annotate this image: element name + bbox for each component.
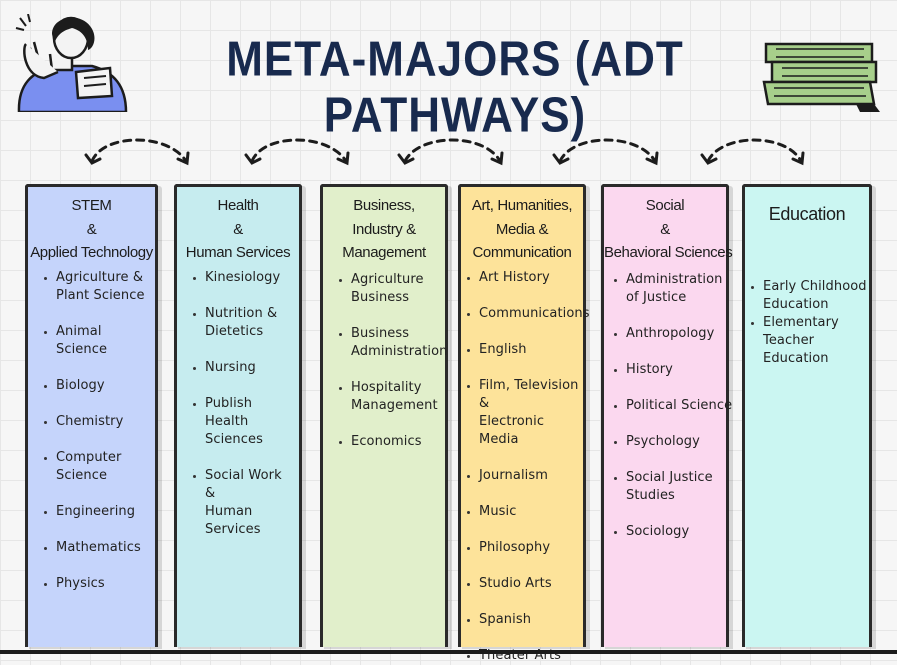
list-item: Studio Arts — [465, 575, 583, 593]
column-social: Social & Behavioral Sciences Administrat… — [601, 184, 733, 647]
list-item: Publish Health Sciences — [191, 395, 295, 449]
thinking-person-icon — [15, 14, 128, 112]
column-heading: Social & Behavioral Sciences — [604, 197, 733, 261]
list-item: Nursing — [191, 359, 295, 377]
column-stem: STEM & Applied Technology Agriculture & … — [25, 184, 158, 647]
list-item: Biology — [42, 377, 151, 395]
list-item: Journalism — [465, 467, 583, 485]
list-item: Agriculture Business — [337, 271, 441, 307]
column-business: Business, Industry & Management Agricult… — [320, 184, 448, 647]
major-list: Art History Communications English Film,… — [465, 269, 590, 665]
connector-arrows — [84, 138, 805, 166]
list-item: Business Administration — [337, 325, 447, 361]
list-item: Animal Science — [42, 323, 151, 359]
page-title: META-MAJORS (ADT PATHWAYS) — [226, 32, 684, 143]
list-item: Art History — [465, 269, 583, 287]
column-art: Art, Humanities, Media & Communication A… — [458, 184, 590, 663]
list-item: Early Childhood Education — [749, 278, 869, 314]
book-stack-icon — [762, 42, 880, 112]
column-heading: Education — [768, 204, 846, 224]
column-heading: Business, Industry & Management — [342, 197, 426, 261]
dashed-curved-arrow-icon — [706, 138, 803, 163]
column-health: Health & Human Services Kinesiology Nutr… — [174, 184, 302, 647]
major-list: Kinesiology Nutrition & Dietetics Nursin… — [191, 269, 295, 539]
dashed-curved-arrow-icon — [403, 138, 502, 163]
list-item: Economics — [337, 433, 441, 451]
dashed-curved-arrow-icon — [558, 138, 657, 163]
major-list: Early Childhood Education Elementary Tea… — [749, 278, 869, 368]
list-item: Mathematics — [42, 539, 151, 557]
column-heading: Health & Human Services — [185, 197, 291, 261]
list-item: Administration of Justice — [612, 271, 726, 307]
list-item: Social Work & Human Services — [191, 467, 295, 539]
list-item: Computer Science — [42, 449, 151, 485]
list-item: Social Justice Studies — [612, 469, 726, 505]
list-item: Nutrition & Dietetics — [191, 305, 295, 341]
list-item: Elementary Teacher Education — [749, 314, 869, 368]
dashed-curved-arrow-icon — [90, 138, 188, 163]
list-item: Chemistry — [42, 413, 151, 431]
major-list: Agriculture & Plant Science Animal Scien… — [42, 269, 151, 593]
list-item: Music — [465, 503, 583, 521]
list-item: Agriculture & Plant Science — [42, 269, 151, 305]
list-item: Communications — [465, 305, 590, 323]
list-item: History — [612, 361, 726, 379]
list-item: Anthropology — [612, 325, 726, 343]
list-item: Kinesiology — [191, 269, 295, 287]
bottom-border — [0, 650, 897, 654]
list-item: Physics — [42, 575, 151, 593]
column-education: Education Early Childhood Education Elem… — [742, 184, 872, 647]
list-item: English — [465, 341, 583, 359]
column-heading: Art, Humanities, Media & Communication — [471, 197, 573, 261]
dashed-curved-arrow-icon — [250, 138, 348, 163]
major-list: Agriculture Business Business Administra… — [337, 271, 447, 451]
list-item: Film, Television & Electronic Media — [465, 377, 583, 449]
column-heading: STEM & Applied Technology — [30, 197, 153, 261]
list-item: Engineering — [42, 503, 151, 521]
list-item: Spanish — [465, 611, 583, 629]
list-item: Hospitality Management — [337, 379, 441, 415]
list-item: Political Science — [612, 397, 732, 415]
list-item: Philosophy — [465, 539, 583, 557]
list-item: Psychology — [612, 433, 726, 451]
list-item: Sociology — [612, 523, 726, 541]
major-list: Administration of Justice Anthropology H… — [612, 271, 732, 541]
